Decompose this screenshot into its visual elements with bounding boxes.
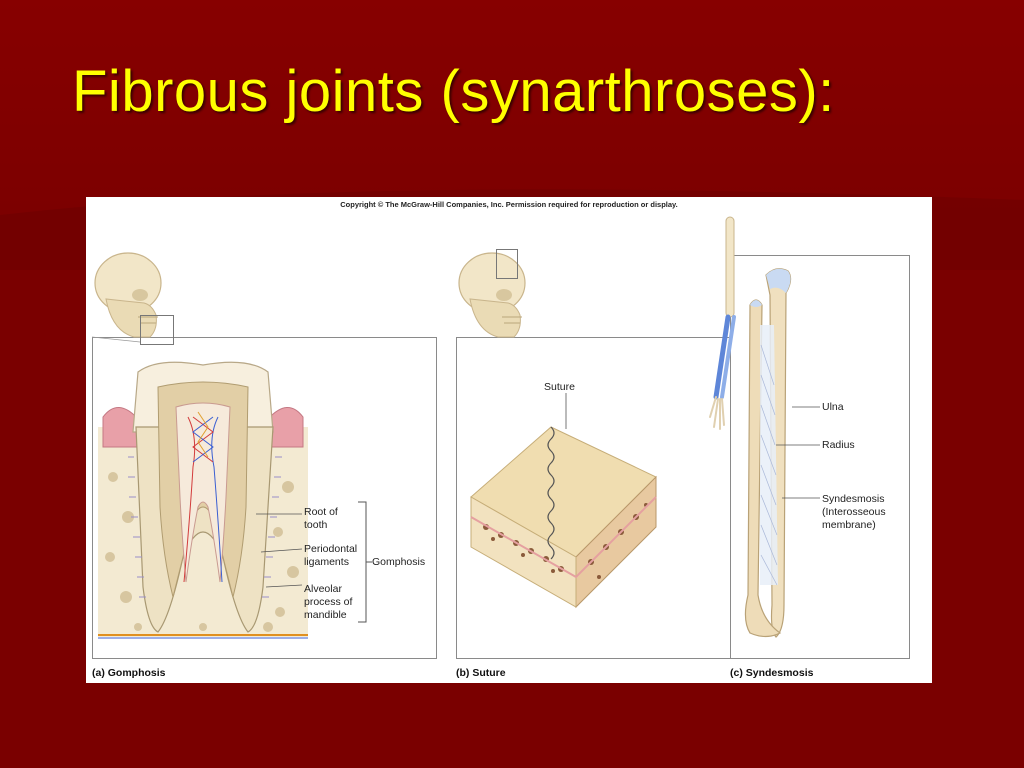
label-suture: Suture [544,381,575,393]
zoom-indicator-box [140,315,174,345]
label-root-of-tooth: Root of tooth [304,506,338,531]
copyright-notice: Copyright © The McGraw-Hill Companies, I… [340,200,678,209]
zoom-leader-lines [91,336,141,343]
zoom-indicator-box-suture [496,249,518,279]
caption-suture: (b) Suture [456,667,506,679]
suture-bone-block [470,426,657,609]
skull-suture-icon [458,252,526,338]
suture-leader-line [565,393,567,429]
gomphosis-bracket [358,501,372,623]
label-ulna: Ulna [822,401,844,413]
forearm-bones [744,268,792,638]
arm-skeleton-icon [709,216,736,430]
label-syndesmosis: Syndesmosis (Interosseous membrane) [822,493,886,531]
label-gomphosis-group: Gomphosis [372,556,426,568]
slide-title: Fibrous joints (synarthroses): [72,59,835,124]
label-alveolar-process: Alveolar process of mandible [304,583,353,621]
caption-gomphosis: (a) Gomphosis [92,667,166,679]
slide-background [0,0,1024,215]
caption-syndesmosis: (c) Syndesmosis [730,667,814,679]
skull-icon [94,252,162,338]
label-radius: Radius [822,439,855,451]
gomphosis-leader-lines [256,513,303,588]
tooth-cross-section [98,361,308,639]
label-periodontal-ligaments: Periodontal ligaments [304,543,358,568]
anatomy-figure: Copyright © The McGraw-Hill Companies, I… [86,197,932,683]
syndesmosis-leader-lines [776,406,820,499]
